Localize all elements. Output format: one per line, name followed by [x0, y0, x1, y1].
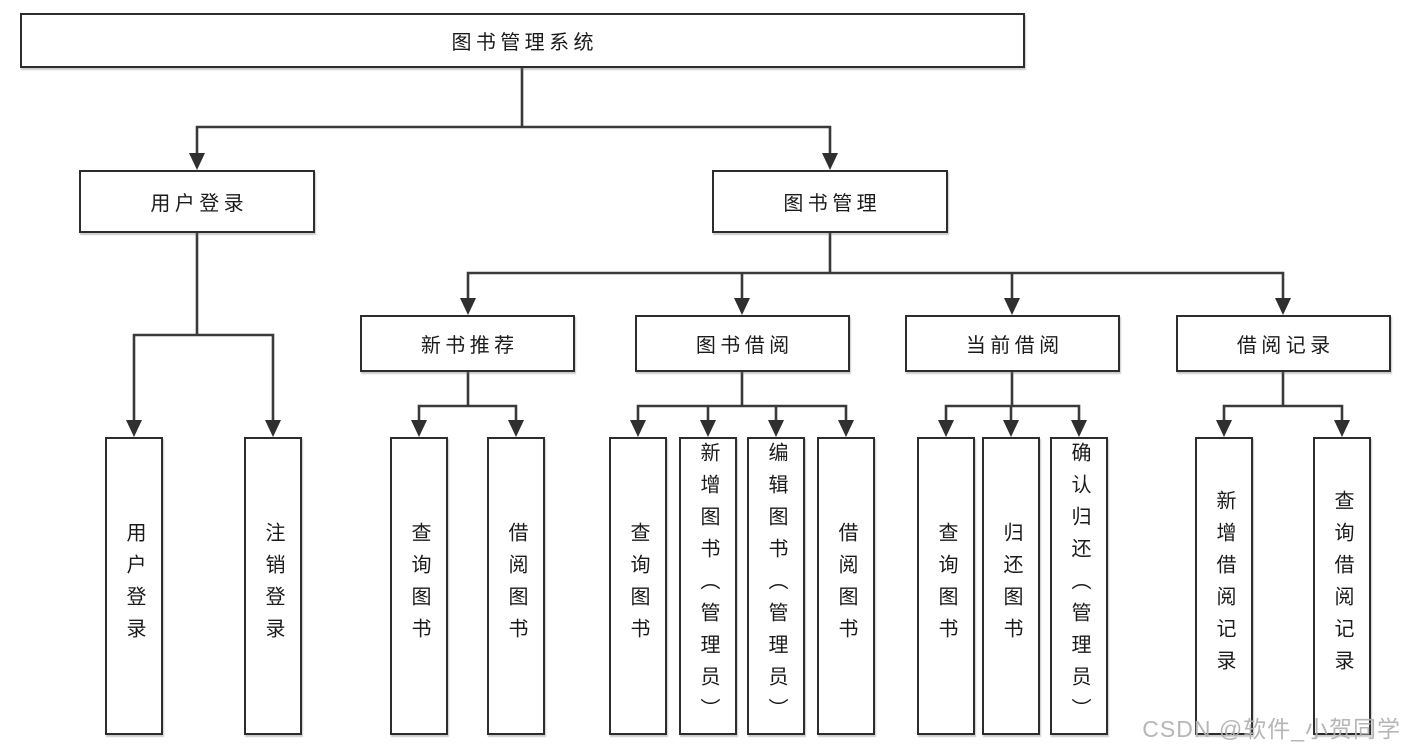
connector-userlogin-branch [132, 231, 275, 423]
connector-newbook-branch [417, 370, 518, 423]
node-label: 图书借阅 [695, 335, 794, 357]
arrow-down-icon [630, 420, 646, 437]
node-borrow-records: 借阅记录 [1176, 315, 1391, 372]
arrow-down-icon [411, 420, 427, 437]
leaf-borrow-add-books-admin: 新增图书（管理员） [679, 437, 737, 735]
node-label: 借阅图书 [505, 522, 527, 650]
node-label: 借阅记录 [1236, 335, 1335, 357]
node-label: 用户登录 [123, 522, 145, 650]
leaf-borrow-edit-books-admin: 编辑图书（管理员） [747, 437, 805, 735]
leaf-newbook-query-books: 查询图书 [390, 437, 448, 735]
node-label: 编辑图书（管理员） [765, 442, 787, 730]
node-label: 查询图书 [935, 522, 957, 650]
node-label: 借阅图书 [835, 522, 857, 650]
node-label: 新增借阅记录 [1213, 490, 1235, 682]
arrow-down-icon [1334, 420, 1350, 437]
arrow-down-icon [1216, 420, 1232, 437]
arrow-down-icon [265, 420, 281, 437]
arrow-down-icon [938, 420, 954, 437]
arrow-down-icon [460, 298, 476, 315]
leaf-newbook-borrow-books: 借阅图书 [487, 437, 545, 735]
arrow-down-icon [1275, 298, 1291, 315]
arrow-down-icon [822, 153, 838, 170]
node-label: 确认归还（管理员） [1068, 442, 1090, 730]
leaf-records-add-borrow-record: 新增借阅记录 [1195, 437, 1253, 735]
leaf-borrow-query-books: 查询图书 [609, 437, 667, 735]
arrow-down-icon [838, 420, 854, 437]
node-label: 查询借阅记录 [1331, 490, 1353, 682]
arrow-down-icon [189, 153, 205, 170]
arrow-down-icon [768, 420, 784, 437]
arrow-down-icon [734, 298, 750, 315]
leaf-current-query-books: 查询图书 [917, 437, 975, 735]
arrow-down-icon [1004, 298, 1020, 315]
leaf-records-query-borrow-record: 查询借阅记录 [1313, 437, 1371, 735]
arrow-down-icon [1071, 420, 1087, 437]
node-label: 查询图书 [627, 522, 649, 650]
node-label: 当前借阅 [965, 335, 1064, 357]
node-book-management: 图书管理 [712, 170, 948, 233]
node-label: 注销登录 [262, 522, 284, 650]
connector-bookborrow-branch [636, 370, 848, 423]
node-new-book-recommend: 新书推荐 [360, 315, 575, 372]
csdn-watermark: CSDN @软件_小贺同学 [1142, 716, 1401, 742]
connector-currentborrow-branch [944, 370, 1081, 423]
arrow-down-icon [126, 420, 142, 437]
node-label: 图书管理 [783, 193, 881, 215]
arrow-down-icon [508, 420, 524, 437]
connector-borrowrecord-branch [1222, 370, 1344, 423]
arrowheads [126, 153, 1350, 437]
node-label: 归还图书 [1000, 522, 1022, 650]
node-label: 图书管理系统 [451, 32, 598, 54]
node-root-system: 图书管理系统 [20, 13, 1025, 68]
node-book-borrow: 图书借阅 [635, 315, 850, 372]
leaf-logout: 注销登录 [244, 437, 302, 735]
leaf-current-return-books: 归还图书 [982, 437, 1040, 735]
arrow-down-icon [1003, 420, 1019, 437]
leaf-user-login: 用户登录 [105, 437, 163, 735]
connector-bookmgmt-branch [466, 231, 1285, 301]
leaf-current-confirm-return-admin: 确认归还（管理员） [1050, 437, 1108, 735]
node-label: 查询图书 [408, 522, 430, 650]
node-current-borrow: 当前借阅 [905, 315, 1120, 372]
leaf-borrow-borrow-books: 借阅图书 [817, 437, 875, 735]
arrow-down-icon [700, 420, 716, 437]
node-user-login: 用户登录 [79, 170, 315, 233]
node-label: 新书推荐 [420, 335, 519, 357]
node-label: 用户登录 [150, 193, 248, 215]
node-label: 新增图书（管理员） [697, 442, 719, 730]
connector-root-to-level2 [195, 66, 832, 156]
